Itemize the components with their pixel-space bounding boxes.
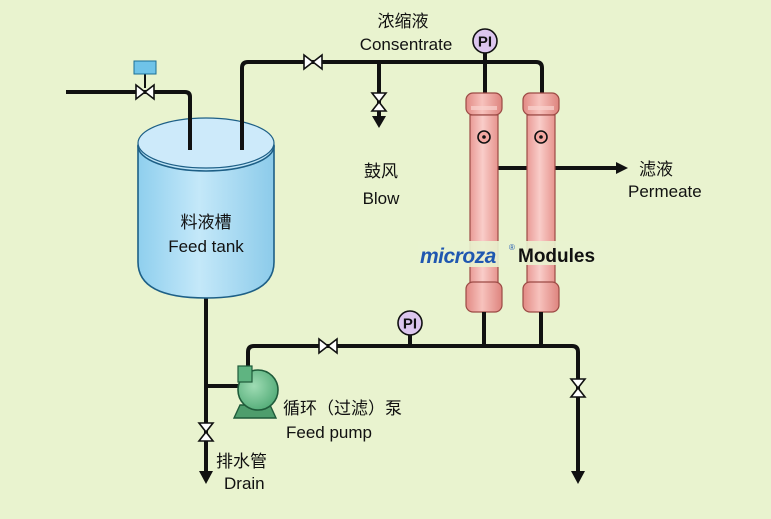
tank-label-cn: 料液槽 [181,213,232,232]
pressure-gauge-bottom: PI [397,310,423,336]
microza-logo: microza ® [418,241,515,268]
tank-body [137,145,275,299]
blow-label-en: Blow [363,189,401,208]
feed-pump-icon [232,365,279,419]
drain-arrow-icon [199,471,213,484]
concentrate-return-pipe [240,60,544,150]
pressure-gauge-top: PI [472,28,498,54]
membrane-module-2 [522,92,560,320]
concentrate-label-en: Consentrate [360,35,453,54]
pump-label-en: Feed pump [286,423,372,442]
valves [135,53,587,442]
inlet-valve-icon [135,83,155,101]
tank-label-en: Feed tank [168,237,244,256]
feed-header-pipe [246,344,580,472]
drain-label-cn: 排水管 [216,452,267,471]
brand-name: microza [420,245,497,268]
feed-tank: 料液槽 Feed tank [137,117,275,299]
pi-bottom-label: PI [403,316,417,333]
bottom-right-arrow-icon [571,471,585,484]
blow-arrow-icon [372,116,386,128]
pi-top-label: PI [478,34,492,51]
concentrate-label-cn: 浓缩液 [378,12,429,31]
bypass-valve-icon [569,378,587,398]
brand-mark: ® [509,243,515,252]
concentrate-valve-icon [303,53,323,71]
inlet-pipe [66,90,192,150]
modules-label: Modules [518,246,595,267]
permeate-label-en: Permeate [628,182,702,201]
feed-valve-icon [318,337,338,355]
permeate-arrow-icon [616,162,628,174]
flow-arrows [199,116,628,484]
valve-actuator-icon [133,60,157,88]
blow-valve-icon [370,92,388,112]
pump-label-cn: 循环（过滤）泵 [283,399,402,418]
drain-valve-icon [197,422,215,442]
permeate-label-cn: 滤液 [639,160,673,179]
blow-label-cn: 鼓风 [364,162,398,181]
drain-label-en: Drain [224,474,265,493]
tank-lid-rim [137,117,275,169]
membrane-module-1 [465,92,503,320]
